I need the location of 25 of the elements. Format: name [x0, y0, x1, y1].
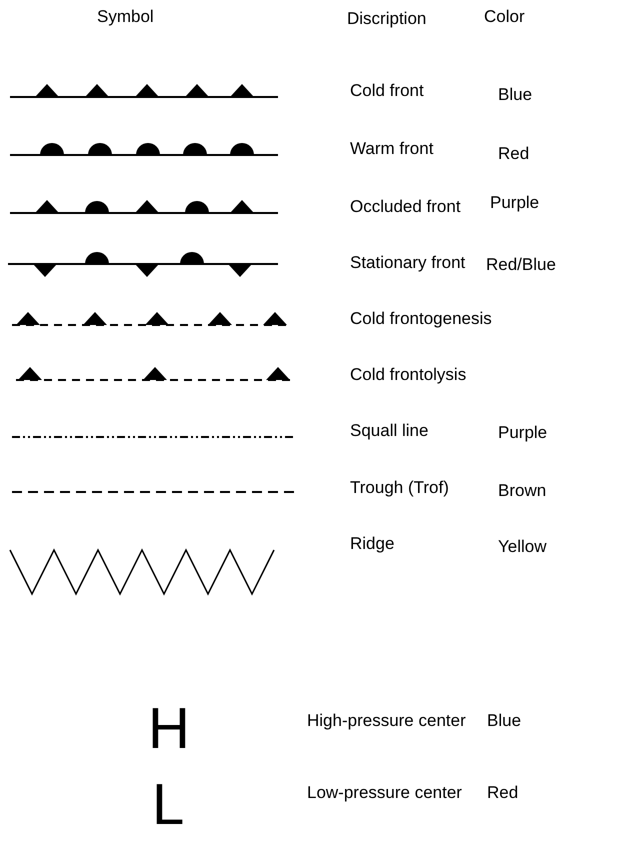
symbol-name: Warm front: [350, 140, 434, 159]
symbol-name: Low-pressure center: [307, 784, 462, 803]
pressure-letter: H: [148, 700, 190, 758]
color-name: Red/Blue: [486, 256, 556, 275]
symbol-name: Squall line: [350, 422, 428, 441]
symbol-name: Cold frontogenesis: [350, 310, 492, 329]
symbol-name: Occluded front: [350, 198, 461, 217]
color-name: Purple: [498, 424, 548, 443]
pressure-letter: L: [152, 776, 184, 834]
symbol-name: Stationary front: [350, 254, 466, 273]
symbol-name: Cold front: [350, 82, 424, 101]
column-header: Symbol: [97, 8, 154, 27]
symbol-name: High-pressure center: [307, 712, 466, 731]
color-name: Purple: [490, 194, 540, 213]
color-name: Brown: [498, 482, 546, 501]
symbol-name: Trough (Trof): [350, 479, 449, 498]
symbol-name: Cold frontolysis: [350, 366, 466, 385]
column-header: Discription: [347, 10, 426, 29]
column-header: Color: [484, 8, 525, 27]
color-name: Blue: [498, 86, 532, 105]
color-name: Red: [498, 145, 530, 164]
color-name: Red: [487, 784, 518, 803]
color-name: Yellow: [498, 538, 547, 557]
color-name: Blue: [487, 712, 522, 731]
symbol-name: Ridge: [350, 535, 394, 554]
